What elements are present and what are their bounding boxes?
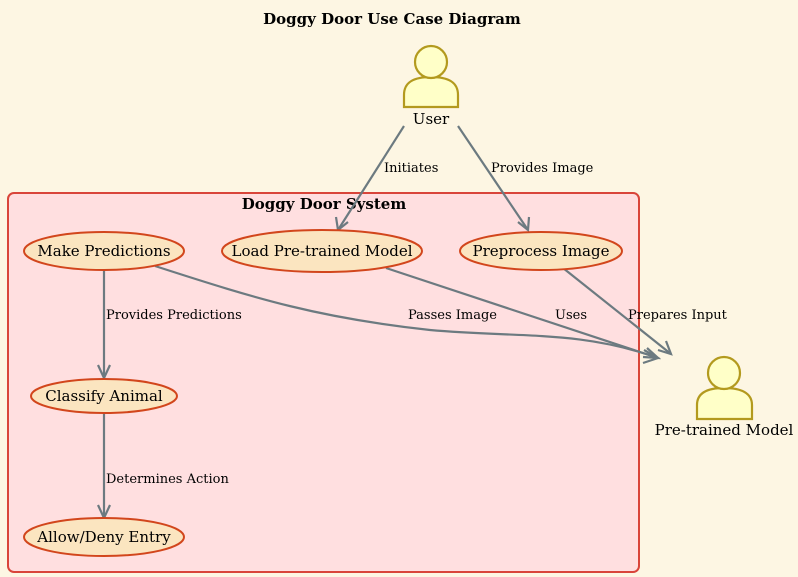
actor-pretrained-model[interactable]: Pre-trained Model [655,355,794,439]
edge-label-prepares-input: Prepares Input [628,308,728,323]
user-icon [402,44,460,109]
edge-uses [385,266,662,360]
edge-prepares-input [562,267,673,356]
edge-label-uses: Uses [555,308,587,323]
diagram-title: Doggy Door Use Case Diagram [263,10,521,28]
usecase-label: Load Pre-trained Model [231,242,412,260]
edge-provides-image [457,125,531,233]
usecase-label: Preprocess Image [473,242,610,260]
usecase-preprocess-image[interactable]: Preprocess Image [459,231,623,271]
usecase-label: Classify Animal [45,387,163,405]
usecase-make-predictions[interactable]: Make Predictions [23,231,185,271]
usecase-label: Allow/Deny Entry [36,528,171,546]
edge-label-initiates: Initiates [384,161,438,176]
usecase-load-model[interactable]: Load Pre-trained Model [221,229,423,273]
system-title: Doggy Door System [242,195,407,213]
edge-label-determines-action: Determines Action [106,472,229,487]
usecase-label: Make Predictions [37,242,170,260]
actor-label-user: User [413,110,450,128]
actor-label-pretrained-model: Pre-trained Model [655,421,794,439]
system-boundary: Doggy Door System [7,192,640,573]
edge-label-provides-image: Provides Image [491,161,594,176]
edge-label-passes-image: Passes Image [408,308,497,323]
usecase-classify-animal[interactable]: Classify Animal [30,378,178,414]
user-icon [695,355,754,421]
system-boundary-box [7,192,640,573]
usecase-allow-deny-entry[interactable]: Allow/Deny Entry [23,517,185,557]
actor-user[interactable]: User [402,44,460,128]
edge-label-provides-predictions: Provides Predictions [106,308,242,323]
